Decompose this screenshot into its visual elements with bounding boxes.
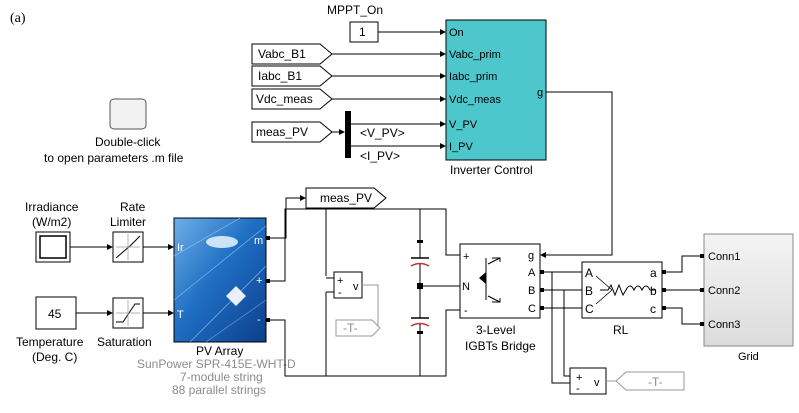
saturation-label: Saturation <box>97 335 152 349</box>
igbt-bridge-block[interactable] <box>459 243 541 319</box>
ac-vm-minus: - <box>576 383 580 395</box>
bridge-port-n: N <box>462 281 470 293</box>
svg-text:meas_PV: meas_PV <box>256 125 308 139</box>
pv-parallel-label: 88 parallel strings <box>172 383 266 397</box>
bridge-port-plus: + <box>463 251 469 263</box>
bridge-port-a: A <box>528 267 536 279</box>
mppt-constant-block[interactable]: 1 <box>349 21 379 43</box>
svg-text:-T-: -T- <box>343 321 358 335</box>
rl-in-a: A <box>585 266 593 280</box>
inverter-in-ipv: I_PV <box>449 141 474 153</box>
pv-port-ir: Ir <box>177 242 184 254</box>
bridge-label-1: 3-Level <box>476 323 515 337</box>
irradiance-label-1: Irradiance <box>25 200 79 214</box>
dc-vm-v: v <box>353 281 359 293</box>
mppt-label: MPPT_On <box>327 3 383 17</box>
dc-from-tag-t[interactable]: -T- <box>335 319 381 337</box>
temperature-label-2: (Deg. C) <box>32 350 77 364</box>
inverter-control-label: Inverter Control <box>450 163 533 177</box>
svg-text:Vdc_meas: Vdc_meas <box>256 92 313 106</box>
svg-text:45: 45 <box>48 307 62 321</box>
goto-vdc-meas[interactable]: Vdc_meas <box>251 88 333 110</box>
temperature-label-1: Temperature <box>16 335 84 349</box>
rate-limiter-label-2: Limiter <box>110 215 146 229</box>
rl-in-c: C <box>585 302 594 316</box>
ac-vm-plus: + <box>576 372 582 384</box>
rl-label: RL <box>613 323 629 337</box>
dc-voltage-measurement[interactable] <box>333 271 363 299</box>
pv-port-plus: + <box>256 275 262 287</box>
rl-in-b: B <box>585 284 593 298</box>
svg-text:-T-: -T- <box>648 375 663 389</box>
pv-array-label: PV Array <box>196 344 243 358</box>
dc-capacitor-top[interactable] <box>410 244 430 286</box>
temperature-constant-block[interactable]: 45 <box>35 296 77 330</box>
pv-port-minus: - <box>257 314 261 326</box>
bus-out-v-pv: <V_PV> <box>360 126 405 140</box>
grid-conn2: Conn2 <box>708 285 740 297</box>
grid-block[interactable] <box>700 233 794 347</box>
ac-from-tag-t[interactable]: -T- <box>615 371 685 391</box>
ac-voltage-measurement[interactable] <box>569 367 607 395</box>
irradiance-signal-block[interactable] <box>35 231 71 263</box>
svg-text:Vabc_B1: Vabc_B1 <box>258 47 306 61</box>
rate-limiter-label-1: Rate <box>120 200 146 214</box>
rl-out-c: c <box>650 302 656 316</box>
rl-out-b: b <box>650 284 657 298</box>
ac-vm-v: v <box>594 377 600 389</box>
goto-vabc-b1[interactable]: Vabc_B1 <box>251 43 333 65</box>
param-line1: Double-click <box>95 135 161 149</box>
bridge-port-g: g <box>528 250 534 262</box>
goto-iabc-b1[interactable]: Iabc_B1 <box>251 65 333 87</box>
inverter-in-vabc: Vabc_prim <box>449 49 501 61</box>
pv-port-m: m <box>254 235 263 247</box>
dc-vm-plus: + <box>337 275 343 287</box>
inverter-out-g: g <box>537 87 543 99</box>
pv-port-t: T <box>177 309 184 321</box>
rl-out-a: a <box>650 266 657 280</box>
parameters-button[interactable] <box>109 98 147 130</box>
pv-array-block[interactable] <box>173 217 267 343</box>
goto-meas-pv-in[interactable]: meas_PV <box>251 121 333 143</box>
inverter-in-on: On <box>449 27 464 39</box>
irradiance-label-2: (W/m2) <box>32 215 71 229</box>
inverter-in-vdc: Vdc_meas <box>449 94 501 106</box>
dc-vm-minus: - <box>338 287 342 299</box>
pv-string-label: 7-module string <box>180 370 263 384</box>
grid-label: Grid <box>738 351 759 363</box>
bridge-port-c: C <box>528 303 536 315</box>
inverter-in-vpv: V_PV <box>449 119 478 131</box>
pv-model-label: SunPower SPR-415E-WHT-D <box>137 357 296 371</box>
bridge-port-b: B <box>528 285 535 297</box>
saturation-block[interactable] <box>112 297 144 329</box>
svg-text:meas_PV: meas_PV <box>320 191 372 205</box>
inverter-control-block[interactable] <box>445 19 547 161</box>
figure-label: (a) <box>10 11 26 26</box>
dc-capacitor-bottom[interactable] <box>410 286 430 330</box>
bridge-label-2: IGBTs Bridge <box>465 339 536 353</box>
grid-conn3: Conn3 <box>708 319 740 331</box>
bus-out-i-pv: <I_PV> <box>360 149 400 163</box>
param-line2: to open parameters .m file <box>44 151 184 165</box>
grid-conn1: Conn1 <box>708 251 740 263</box>
rl-load-block[interactable] <box>581 261 663 319</box>
goto-meas-pv-out[interactable]: meas_PV <box>305 187 387 209</box>
bridge-port-minus: - <box>464 305 468 317</box>
bus-selector[interactable] <box>345 111 351 158</box>
svg-text:1: 1 <box>359 25 366 39</box>
rate-limiter-block[interactable] <box>112 231 144 263</box>
inverter-in-iabc: Iabc_prim <box>449 71 497 83</box>
svg-text:Iabc_B1: Iabc_B1 <box>258 69 302 83</box>
